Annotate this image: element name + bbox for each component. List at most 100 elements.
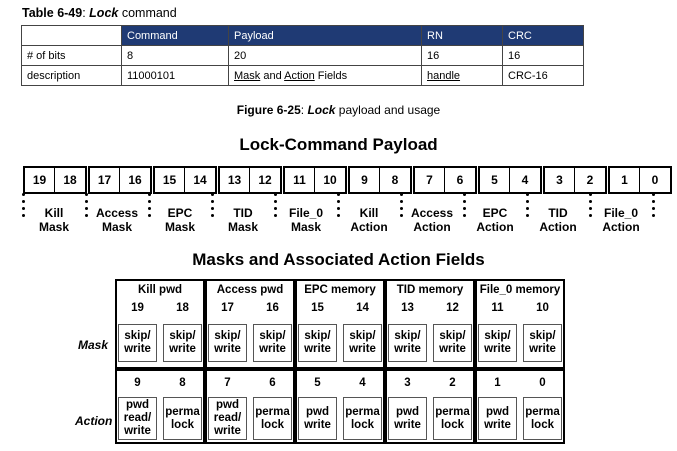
payload-title: Lock-Command Payload: [239, 135, 438, 154]
cell-payload-desc: Mask and Action Fields: [228, 65, 422, 86]
action-group-box: [295, 369, 385, 444]
bit-cell: 1: [610, 168, 640, 192]
handle-link[interactable]: handle: [427, 69, 461, 82]
bit-cell: 6: [456, 173, 464, 187]
bit-cell: 14: [193, 173, 207, 187]
mask-group-header: TID memory: [396, 283, 464, 296]
field-label-line1: File_0: [603, 206, 639, 220]
action-link[interactable]: Action: [284, 69, 315, 82]
field-label-line2: Mask: [164, 220, 196, 234]
action-cell: pwd read/ write: [118, 397, 157, 440]
mask-link[interactable]: Mask: [234, 69, 261, 82]
table-header-payload: Payload: [228, 25, 422, 46]
mask-group-box: [475, 279, 565, 369]
bit-cell: 17: [90, 168, 120, 192]
action-bit-number: 0: [539, 376, 546, 389]
mask-bit-number: 16: [266, 301, 279, 314]
cell-rn-bits: 16: [421, 45, 503, 66]
bit-cell: 4: [521, 173, 529, 187]
mask-bit-number: 15: [311, 301, 324, 314]
mask-bit-number: 14: [356, 301, 369, 314]
mask-bit-number: 18: [176, 301, 189, 314]
field-separator-dots: [274, 193, 277, 221]
bit-cell: 11: [285, 168, 315, 192]
action-cell: pwd read/ write: [208, 397, 247, 440]
figure-number: Figure 6-25: [236, 103, 301, 117]
mask-cell: skip/ write: [433, 324, 472, 362]
action-cell: perma lock: [523, 397, 562, 440]
field-label-line2: Mask: [227, 220, 259, 234]
field-label-line2: Action: [413, 220, 451, 234]
table-header-crc: CRC: [502, 25, 584, 46]
bit-cell: 10: [323, 173, 337, 187]
table-header-blank: [21, 25, 122, 46]
mask-bit-number: 13: [401, 301, 414, 314]
table-caption-separator: :: [82, 6, 90, 20]
bit-cell: 9: [350, 168, 380, 192]
bit-cell: 18: [63, 173, 77, 187]
field-separator-dots: [337, 193, 340, 221]
table-row: description 11000101 Mask and Action Fie…: [21, 65, 584, 86]
bit-cell: 0: [651, 173, 659, 187]
mask-group-header: Kill pwd: [137, 283, 183, 296]
cell-rn-desc: handle: [421, 65, 503, 86]
masks-title: Masks and Associated Action Fields: [192, 250, 485, 269]
cell-crc-bits: 16: [502, 45, 584, 66]
field-label-line2: Action: [476, 220, 514, 234]
mask-cell: skip/ write: [253, 324, 292, 362]
mask-group-header: File_0 memory: [479, 283, 561, 296]
field-label-line2: Mask: [101, 220, 133, 234]
mask-group-box: [295, 279, 385, 369]
mask-cell: skip/ write: [208, 324, 247, 362]
field-label-line1: TID: [233, 206, 253, 220]
field-separator-dots: [400, 193, 403, 221]
field-label-line1: Kill: [44, 206, 64, 220]
bit-cell: 15: [155, 168, 185, 192]
action-bit-number: 5: [314, 376, 321, 389]
action-cell: perma lock: [433, 397, 472, 440]
field-separator-dots: [652, 193, 655, 221]
bit-cell: 5: [480, 168, 510, 192]
mask-cell: skip/ write: [523, 324, 562, 362]
action-group-box: [205, 369, 295, 444]
field-label-line1: Access: [95, 206, 139, 220]
table-caption-name: Lock: [89, 6, 119, 20]
action-cell: perma lock: [163, 397, 202, 440]
figure-separator: :: [300, 103, 308, 117]
field-label-line1: Access: [410, 206, 454, 220]
row-label: # of bits: [21, 45, 122, 66]
field-label-line1: EPC: [167, 206, 193, 220]
field-label-line1: Kill: [359, 206, 379, 220]
field-label-line2: Mask: [290, 220, 322, 234]
mask-bit-number: 10: [536, 301, 549, 314]
field-label-line1: File_0: [288, 206, 324, 220]
field-separator-dots: [148, 193, 151, 221]
row-label: description: [21, 65, 122, 86]
action-group-box: [115, 369, 205, 444]
mask-group-box: [385, 279, 475, 369]
table-row: # of bits 8 20 16 16: [21, 45, 584, 66]
field-label-line2: Action: [350, 220, 388, 234]
action-bit-number: 6: [269, 376, 276, 389]
cell-command-desc: 11000101: [121, 65, 229, 86]
bit-cell: 8: [391, 173, 399, 187]
action-cell: perma lock: [343, 397, 382, 440]
table-caption-suffix: command: [118, 6, 177, 20]
action-bit-number: 1: [494, 376, 501, 389]
mask-group-header: Access pwd: [216, 283, 284, 296]
bit-cell: 2: [586, 173, 594, 187]
fields-text: Fields: [314, 69, 348, 82]
action-bit-number: 4: [359, 376, 366, 389]
mask-cell: skip/ write: [298, 324, 337, 362]
bit-cell: 7: [415, 168, 445, 192]
